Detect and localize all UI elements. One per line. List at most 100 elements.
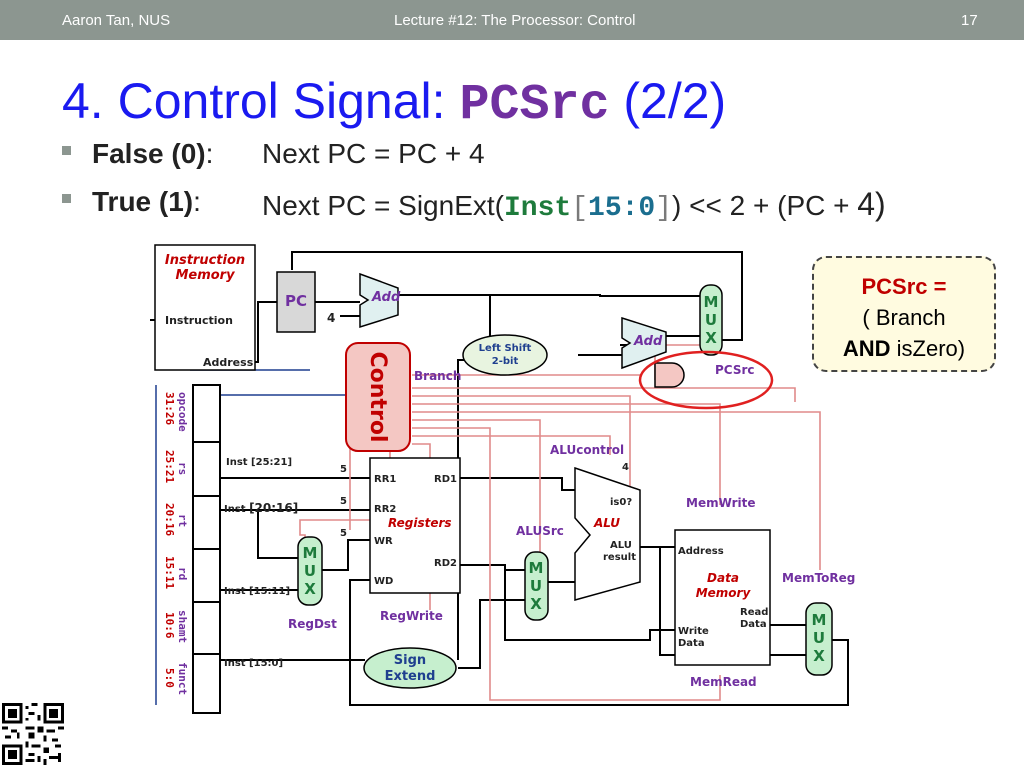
- control-wires: [299, 344, 821, 701]
- bus-width-label: 5: [340, 464, 347, 475]
- mux-letter: X: [304, 580, 316, 598]
- bullet-desc: Next PC = PC + 4: [262, 138, 485, 169]
- alu-label: ALU: [593, 516, 620, 530]
- add-label-branch: Add: [633, 334, 663, 349]
- memtoreg-mux: [805, 602, 833, 676]
- slide-title: 4. Control Signal: PCSrc (2/2): [62, 72, 726, 134]
- rd2-port: RD2: [434, 558, 457, 569]
- field-name: rt: [176, 514, 189, 527]
- memread-label: MemRead: [690, 675, 757, 689]
- inst-25-21-label: Inst [25:21]: [226, 457, 292, 468]
- four-constant: 4: [327, 311, 335, 325]
- sign-extend-label-2: Extend: [385, 669, 436, 684]
- alu-result-label-2: result: [603, 552, 636, 563]
- pcsrc-highlight-circle: [638, 350, 774, 410]
- rd1-port: RD1: [434, 474, 457, 485]
- instruction-memory-title-2: Memory: [175, 268, 235, 283]
- pcsrc-label: PCSrc: [715, 363, 755, 377]
- pcsrc-callout: PCSrc = ( Branch AND isZero): [812, 256, 996, 372]
- read-data-port-2: Data: [740, 619, 767, 630]
- field-name: opcode: [176, 392, 189, 432]
- field-bits: 15:11: [163, 556, 176, 589]
- regdst-label: RegDst: [288, 617, 337, 631]
- mux-letter: M: [704, 293, 719, 311]
- qr-code-icon: [2, 703, 64, 765]
- field-bits: 10:6: [163, 612, 176, 639]
- pc-register: [276, 271, 316, 333]
- bullet-desc: Next PC = SignExt(Inst[15:0]) << 2 + (PC…: [262, 186, 886, 224]
- field-name: rs: [176, 462, 189, 475]
- lecture-title: Lecture #12: The Processor: Control: [394, 12, 636, 29]
- data-memory-label-2: Memory: [696, 586, 752, 600]
- branch-label: Branch: [414, 369, 461, 383]
- mux-letter: M: [529, 559, 544, 577]
- callout-line1: PCSrc =: [861, 274, 947, 299]
- alu-result-label: ALU: [610, 540, 632, 551]
- data-memory-label: Data: [707, 571, 739, 585]
- left-shift-bits: 2-bit: [492, 356, 519, 367]
- memtoreg-label: MemToReg: [782, 571, 855, 585]
- title-code: PCSrc: [459, 77, 610, 134]
- alucontrol-width: 4: [622, 462, 629, 473]
- bullet-term: True (1):: [92, 186, 201, 217]
- instruction-memory: [154, 244, 256, 371]
- field-labels: 31:26 opcode 25:21 rs 20:16 rt 15:11 rd …: [163, 392, 189, 695]
- regwrite-label: RegWrite: [380, 609, 443, 623]
- page-number: 17: [961, 12, 978, 29]
- inst-20-16-label: Inst [20:16]: [224, 501, 298, 515]
- callout-line2: ( Branch: [862, 305, 946, 330]
- title-prefix: 4. Control Signal:: [62, 73, 446, 129]
- alucontrol-label: ALUcontrol: [550, 443, 624, 457]
- inst-15-11-label: Inst [15:11]: [224, 586, 290, 597]
- write-data-port-2: Data: [678, 638, 705, 649]
- inst-15-0-label: Inst [15:0]: [224, 658, 283, 669]
- bullet-marker: [62, 146, 71, 155]
- bus-width-label: 5: [340, 496, 347, 507]
- bullet-term: False (0):: [92, 138, 214, 169]
- mux-letter: U: [813, 629, 825, 647]
- mux-letter: X: [813, 647, 825, 665]
- wd-port: WD: [374, 576, 393, 587]
- mux-letter: U: [530, 577, 542, 595]
- title-suffix: (2/2): [623, 73, 727, 129]
- field-bits: 5:0: [163, 668, 176, 688]
- instruction-port: Instruction: [165, 314, 233, 327]
- rr1-port: RR1: [374, 474, 396, 485]
- instruction-memory-title: Instruction: [165, 253, 245, 268]
- branch-adder: [621, 316, 667, 370]
- and-gate: [654, 362, 685, 388]
- mux-letter: X: [530, 595, 542, 613]
- mux-letter: M: [303, 544, 318, 562]
- bus-width-label: 5: [340, 528, 347, 539]
- memwrite-label: MemWrite: [686, 496, 756, 510]
- field-bits: 25:21: [163, 450, 176, 483]
- alusrc-mux: [524, 551, 549, 621]
- mux-letter: U: [705, 311, 717, 329]
- datapath-diagram: Instruction Memory Instruction Address P…: [150, 244, 855, 714]
- pc-label: PC: [285, 292, 307, 310]
- mux-letter: X: [705, 329, 717, 347]
- control-unit: [345, 342, 411, 452]
- is0-label: is0?: [610, 497, 632, 508]
- read-data-port: Read: [740, 607, 768, 618]
- data-memory: [674, 529, 771, 666]
- bullet-marker: [62, 194, 71, 203]
- author-label: Aaron Tan, NUS: [62, 12, 171, 29]
- field-name: shamt: [176, 610, 189, 643]
- register-file: [369, 457, 461, 594]
- sign-extend-label: Sign: [394, 653, 426, 668]
- address-port: Address: [203, 356, 254, 369]
- dm-address-port: Address: [678, 546, 724, 557]
- rr2-port: RR2: [374, 504, 396, 515]
- mux-letter: U: [304, 562, 316, 580]
- field-bits: 31:26: [163, 392, 176, 425]
- control-label: Control: [365, 352, 390, 443]
- header-bar: Aaron Tan, NUS Lecture #12: The Processo…: [0, 0, 1024, 40]
- field-bits: 20:16: [163, 503, 176, 536]
- add-label-top: Add: [371, 290, 401, 305]
- wr-port: WR: [374, 536, 393, 547]
- alu: [574, 466, 641, 601]
- alusrc-label: ALUSrc: [516, 524, 564, 538]
- left-shift-unit: [462, 334, 548, 376]
- regdst-mux: [297, 536, 323, 606]
